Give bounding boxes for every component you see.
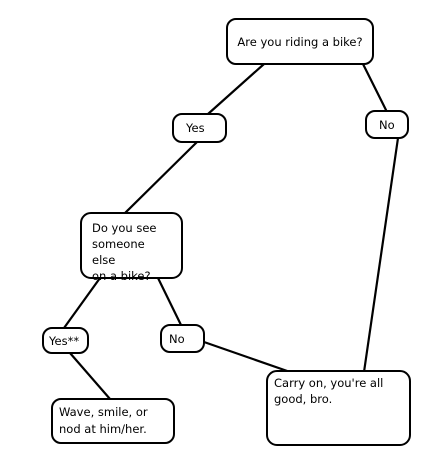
connector-question1-yes1 — [206, 62, 266, 116]
connector-question1-no1 — [361, 62, 388, 112]
answer-no-see-biker: No — [160, 324, 205, 353]
connector-no1-carry — [362, 136, 400, 374]
connector-question2-yes2 — [62, 276, 102, 330]
connector-yes1-question2 — [123, 140, 199, 215]
outcome-wave: Wave, smile, or nod at him/her. — [51, 398, 175, 444]
question-see-other-biker: Do you see someone else on a bike? — [80, 212, 183, 283]
answer-yes-see-biker: Yes** — [42, 327, 89, 354]
question-riding-bike: Are you riding a bike? — [226, 18, 374, 65]
connector-yes2-wave — [68, 351, 112, 401]
outcome-carry-on: Carry on, you're all good, bro. — [266, 370, 411, 446]
connector-no2-carry — [202, 340, 295, 375]
answer-yes-riding: Yes — [172, 113, 227, 143]
answer-no-riding: No — [365, 110, 409, 139]
connector-question2-no2 — [156, 276, 183, 327]
